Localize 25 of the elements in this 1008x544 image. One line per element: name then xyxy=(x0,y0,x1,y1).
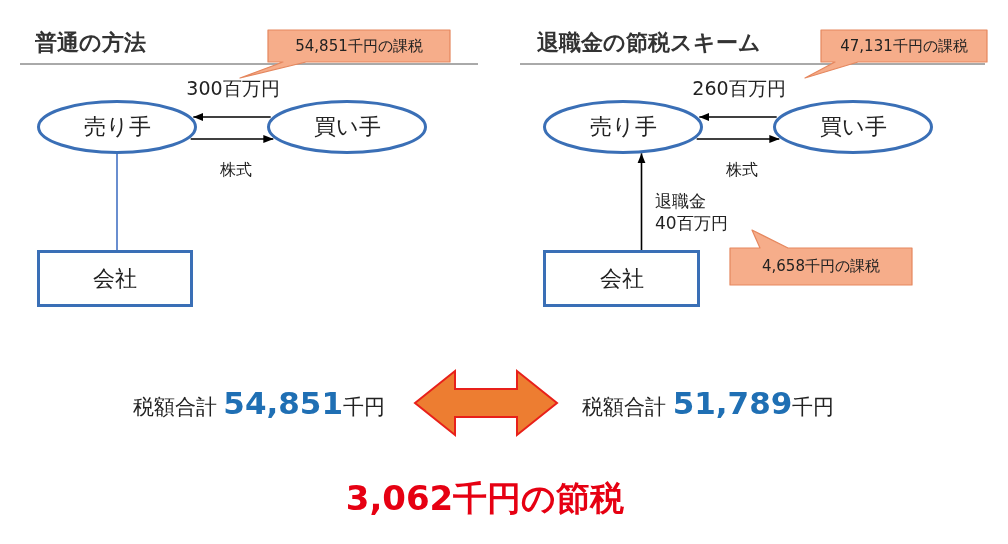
callout-bubble: 4,658千円の課税 xyxy=(728,228,916,288)
ellipse-node: 売り手 xyxy=(543,100,703,154)
total-text: 税額合計 54,851千円 xyxy=(100,380,415,426)
callout-bubble: 54,851千円の課税 xyxy=(238,28,454,80)
ellipse-node: 買い手 xyxy=(773,100,933,154)
arrow xyxy=(695,135,781,143)
edge-label: 株式 xyxy=(725,160,759,181)
edge-label: 株式 xyxy=(219,160,253,181)
company-box: 会社 xyxy=(37,250,193,307)
heading: 退職金の節税スキーム xyxy=(537,29,761,57)
double-arrow xyxy=(413,368,559,438)
arrow xyxy=(698,113,778,121)
arrow xyxy=(189,135,275,143)
company-box: 会社 xyxy=(543,250,700,307)
edge-label: 退職金 40百万円 xyxy=(655,190,728,235)
ellipse-node: 売り手 xyxy=(37,100,197,154)
arrow xyxy=(637,152,646,251)
savings-text: 3,062千円の節税 xyxy=(344,477,626,520)
arrow xyxy=(192,113,272,121)
ellipse-node: 買い手 xyxy=(267,100,427,154)
callout-bubble: 47,131千円の課税 xyxy=(803,28,989,80)
total-text: 税額合計 51,789千円 xyxy=(557,380,877,426)
connector-line xyxy=(116,153,118,251)
heading: 普通の方法 xyxy=(35,29,146,57)
edge-label: 260百万円 xyxy=(691,76,787,101)
